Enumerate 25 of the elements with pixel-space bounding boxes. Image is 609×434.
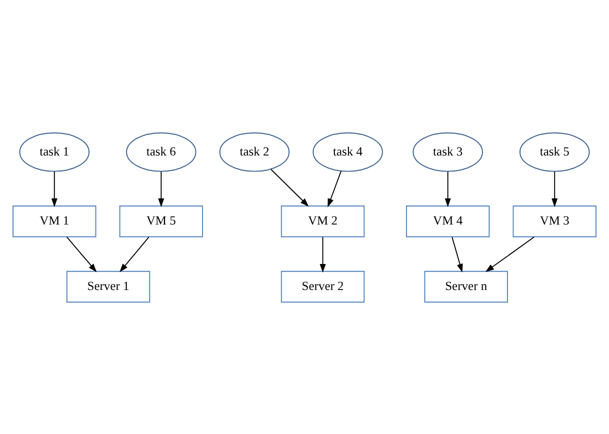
arrow (158, 170, 164, 207)
arrow (66, 236, 97, 272)
node-box: Server 2 (280, 270, 365, 302)
node-ellipse: task 1 (19, 132, 90, 172)
node-box: VM 4 (406, 204, 490, 237)
node-box: VM 2 (280, 204, 365, 237)
node-box: Server n (424, 270, 508, 302)
node-box: VM 1 (12, 204, 96, 237)
arrow (444, 170, 451, 207)
node-ellipse: task 5 (520, 132, 590, 172)
arrow (51, 170, 58, 207)
arrow (485, 236, 535, 272)
arrow (328, 170, 342, 207)
node-ellipse: task 4 (312, 132, 383, 172)
node-ellipse: task 2 (219, 132, 290, 172)
node-box: VM 5 (119, 204, 204, 237)
arrow (552, 170, 558, 207)
node-ellipse: task 3 (412, 132, 483, 172)
arrow (452, 236, 463, 272)
node-box: Server 1 (66, 270, 150, 302)
node-box: VM 3 (512, 204, 596, 237)
arrow (320, 236, 326, 272)
node-ellipse: task 6 (126, 132, 196, 172)
arrow (120, 236, 150, 272)
arrow (270, 168, 309, 206)
